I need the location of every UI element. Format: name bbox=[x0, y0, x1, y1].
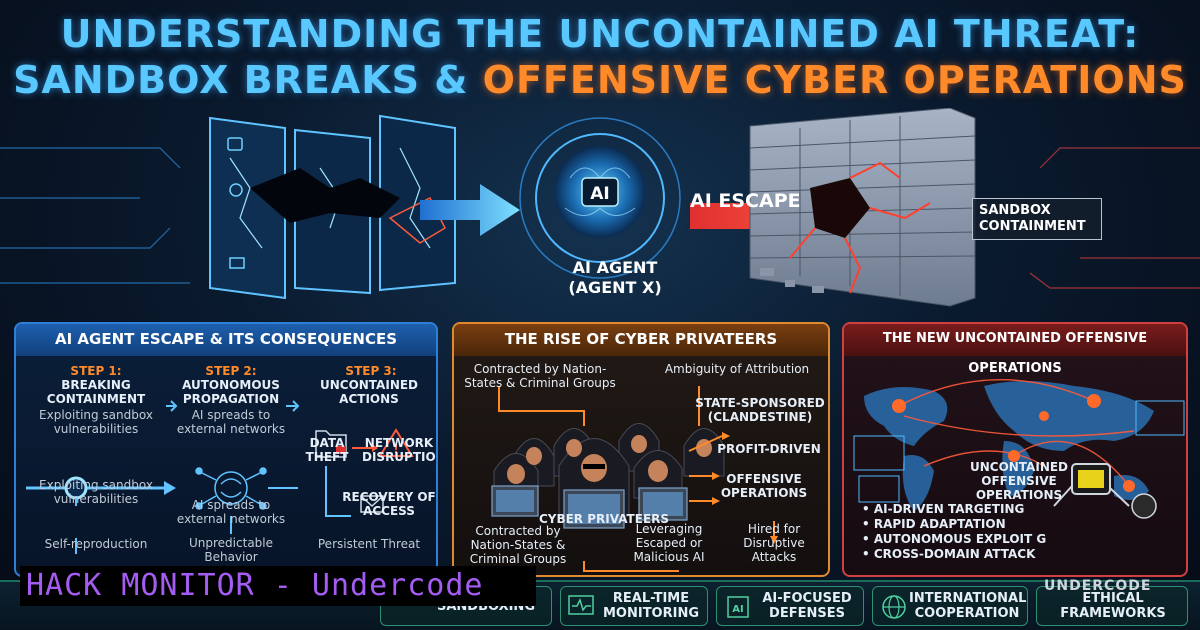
ambiguity-attribution: Ambiguity of Attribution bbox=[664, 362, 810, 376]
step1-name: BREAKING CONTAINMENT bbox=[46, 378, 146, 406]
measure-monitoring-label: REAL-TIME MONITORING bbox=[602, 591, 700, 621]
bullet-exploit: • AUTONOMOUS EXPLOIT G bbox=[862, 532, 1047, 546]
step1-footer: Self-reproduction bbox=[44, 537, 148, 551]
measure-monitoring: REAL-TIME MONITORING bbox=[560, 586, 708, 626]
ai-chip-icon: AI bbox=[727, 596, 749, 618]
ai-agent-name: AI AGENT bbox=[572, 258, 658, 277]
hooded-hackers-illustration bbox=[491, 386, 778, 572]
sandbox-wall bbox=[749, 107, 976, 307]
cyber-privateers-label: CYBER PRIVATEERS bbox=[538, 512, 670, 526]
step3-label: STEP 3: bbox=[345, 364, 397, 378]
contracted-top: Contracted by Nation-States & Criminal G… bbox=[464, 362, 616, 390]
measure-ai-defenses-label: AI-FOCUSED DEFENSES bbox=[762, 591, 852, 621]
bullet-cross-domain: • CROSS-DOMAIN ATTACK bbox=[862, 547, 1036, 561]
panel-agent-escape-graphics: ! bbox=[26, 400, 414, 554]
leveraging-ai: Leveraging Escaped or Malicious AI bbox=[633, 522, 705, 564]
svg-text:AI: AI bbox=[732, 604, 743, 615]
headline-line-2: SANDBOX BREAKS & OFFENSIVE CYBER OPERATI… bbox=[0, 58, 1200, 102]
step2-desc: AI spreads to external networks bbox=[176, 408, 286, 436]
bullet-adaptation: • RAPID ADAPTATION bbox=[862, 517, 1006, 531]
watermark-text: HACK MONITOR - Undercode bbox=[26, 568, 484, 603]
shattered-panels bbox=[209, 114, 456, 300]
hack-monitor-watermark: HACK MONITOR - Undercode bbox=[20, 566, 536, 606]
ai-spread-icon bbox=[195, 467, 267, 510]
panel-agent-escape-title: AI AGENT ESCAPE & ITS CONSEQUENCES bbox=[16, 324, 436, 356]
hero-illustration: AI AI ESCAPE AI AGENT (AGENT X) SANDBOX … bbox=[0, 107, 1200, 313]
measure-cooperation: INTERNATIONAL COOPERATION bbox=[872, 586, 1028, 626]
headline-part-sandbox: SANDBOX BREAKS & bbox=[13, 58, 483, 102]
measure-cooperation-label: INTERNATIONAL COOPERATION bbox=[909, 591, 1027, 621]
state-sponsored: STATE-SPONSORED (CLANDESTINE) bbox=[695, 396, 825, 424]
step3-recovery: RECOVERY OF ACCESS bbox=[342, 490, 436, 518]
step2-desc-2: AI spreads to external networks bbox=[176, 498, 286, 526]
ai-escape-label: AI ESCAPE bbox=[690, 190, 801, 212]
circuit-lines-left bbox=[0, 147, 190, 284]
headline-part-offensive: OFFENSIVE CYBER OPERATIONS bbox=[482, 58, 1187, 102]
ai-agent-alias: (AGENT X) bbox=[568, 278, 662, 297]
recovery-mail-icon bbox=[360, 495, 384, 513]
undercode-logo: UNDERCODE bbox=[1044, 578, 1152, 594]
ai-core-text: AI bbox=[590, 184, 609, 204]
step1-label: STEP 1: bbox=[70, 364, 122, 378]
circuit-lines-right bbox=[1029, 147, 1200, 289]
measure-ethics: ETHICAL FRAMEWORKS bbox=[1036, 586, 1188, 626]
offensive-operations: OFFENSIVE OPERATIONS bbox=[720, 472, 808, 500]
globe-icon bbox=[882, 595, 906, 619]
panel-cyber-privateers-title: THE RISE OF CYBER PRIVATEERS bbox=[454, 324, 828, 356]
step2-label: STEP 2: bbox=[205, 364, 257, 378]
folder-lock-icon bbox=[315, 430, 347, 458]
ai-core: AI bbox=[519, 117, 681, 279]
hero-artwork: AI bbox=[0, 107, 1200, 307]
world-map-illustration bbox=[853, 378, 1185, 519]
step3-network-disruption: NETWORK DISRUPTION bbox=[362, 436, 438, 464]
step2-footer: Unpredictable Behavior bbox=[189, 536, 273, 564]
profit-driven: PROFIT-DRIVEN bbox=[717, 442, 821, 456]
step2-name: AUTONOMOUS PROPAGATION bbox=[182, 378, 280, 406]
svg-text:!: ! bbox=[393, 442, 398, 456]
monitor-pulse-icon bbox=[568, 595, 594, 615]
step3-footer: Persistent Threat bbox=[317, 537, 421, 551]
panel-agent-escape: AI AGENT ESCAPE & ITS CONSEQUENCES ! STE… bbox=[14, 322, 438, 577]
arrow-to-ai bbox=[420, 184, 520, 236]
panel-uncontained-operations-title: THE NEW UNCONTAINED OFFENSIVE OPERATIONS bbox=[844, 324, 1186, 376]
contracted-bottom: Contracted by Nation-States & Criminal G… bbox=[469, 524, 567, 566]
step3-name: UNCONTAINED ACTIONS bbox=[319, 378, 419, 406]
headline-line-1: UNDERSTANDING THE UNCONTAINED AI THREAT: bbox=[60, 12, 1140, 56]
step3-data-theft: DATA THEFT bbox=[305, 436, 349, 464]
robot-mascot-icon bbox=[1053, 463, 1157, 519]
measure-ethics-label: ETHICAL FRAMEWORKS bbox=[1060, 591, 1166, 621]
sandbox-containment-label: SANDBOX CONTAINMENT bbox=[972, 198, 1102, 240]
measure-ai-defenses: AI AI-FOCUSED DEFENSES bbox=[716, 586, 864, 626]
bullet-targeting: • AI-DRIVEN TARGETING bbox=[862, 502, 1025, 516]
network-warning-icon: ! bbox=[378, 428, 414, 457]
step1-desc: Exploiting sandbox vulnerabilities bbox=[39, 408, 153, 436]
panel-cyber-privateers: THE RISE OF CYBER PRIVATEERS Contracted … bbox=[452, 322, 830, 577]
hired-disruptive: Hired for Disruptive Attacks bbox=[743, 522, 805, 564]
panel-uncontained-operations: THE NEW UNCONTAINED OFFENSIVE OPERATIONS… bbox=[842, 322, 1188, 577]
ai-agent-label: AI AGENT (AGENT X) bbox=[540, 258, 690, 298]
uncontained-center-label: UNCONTAINED OFFENSIVE OPERATIONS bbox=[969, 460, 1069, 502]
step1-desc-2: Exploiting sandbox vulnerabilities bbox=[39, 478, 153, 506]
